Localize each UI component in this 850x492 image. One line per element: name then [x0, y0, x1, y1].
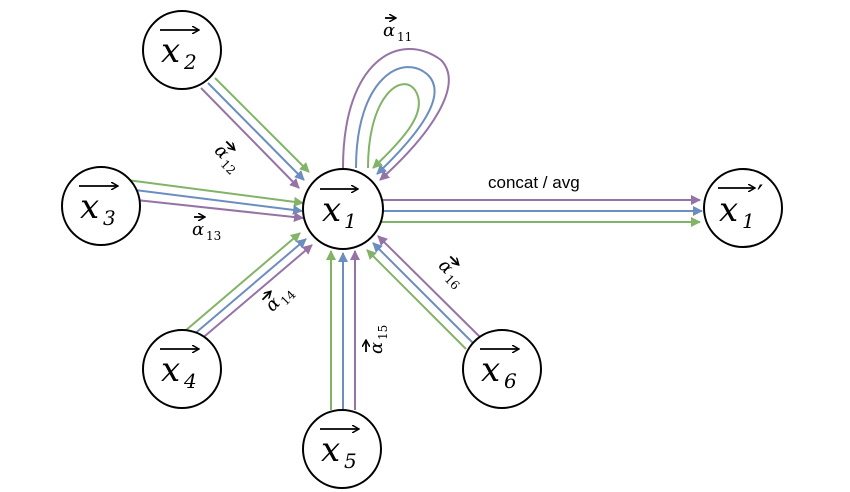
label-alpha-11: α 11 [383, 18, 412, 44]
edges-output [381, 195, 703, 227]
node-x2-base: x [161, 31, 180, 71]
label-alpha-16: α 16 [434, 255, 462, 293]
node-x3: x 3 [61, 166, 141, 246]
edges-x5-to-x1 [326, 250, 360, 410]
edges-x4-to-x1 [184, 232, 313, 342]
alpha-symbol: α [383, 20, 395, 41]
alpha-symbol: α [192, 219, 204, 240]
node-x6: x 6 [462, 329, 542, 409]
node-x6-sub: 6 [504, 369, 517, 393]
node-x1-output-prime: ′ [757, 179, 763, 212]
node-x3-sub: 3 [103, 206, 116, 230]
node-x2: x 2 [142, 10, 222, 90]
alpha-sub: 11 [397, 30, 412, 44]
label-alpha-12: α 12 [210, 140, 238, 178]
vector-arrow-icon [261, 291, 270, 301]
node-x1-output-base: x [719, 190, 738, 230]
node-x4: x 4 [142, 329, 222, 409]
alpha-sub: 13 [206, 229, 221, 243]
label-alpha-15: α 15 [366, 325, 390, 354]
output-label: concat / avg [488, 173, 580, 192]
node-x6-base: x [481, 350, 500, 390]
vector-arrow-icon [225, 140, 234, 149]
node-x5-sub: 5 [344, 449, 357, 473]
node-x3-base: x [80, 187, 99, 227]
node-x1-output: x 1 ′ [703, 168, 783, 248]
node-x5-base: x [321, 430, 340, 470]
node-x5: x 5 [302, 409, 382, 489]
node-x2-sub: 2 [183, 50, 197, 74]
edges-self-loop [342, 48, 450, 181]
edges-x6-to-x1 [366, 235, 481, 350]
node-x1-sub: 1 [344, 209, 357, 233]
node-x4-sub: 4 [183, 369, 197, 393]
node-x1-base: x [322, 190, 341, 230]
edges-x3-to-x1 [126, 179, 304, 223]
node-x1: x 1 [302, 168, 384, 250]
node-x1-output-sub: 1 [742, 209, 755, 233]
edges-x2-to-x1 [200, 77, 310, 189]
alpha-sub: 15 [376, 325, 390, 340]
label-alpha-13: α 13 [192, 217, 221, 243]
node-x4-base: x [161, 350, 180, 390]
alpha-symbol: α [366, 342, 387, 354]
label-alpha-14: α 14 [261, 287, 299, 316]
vector-arrow-icon [449, 255, 458, 264]
